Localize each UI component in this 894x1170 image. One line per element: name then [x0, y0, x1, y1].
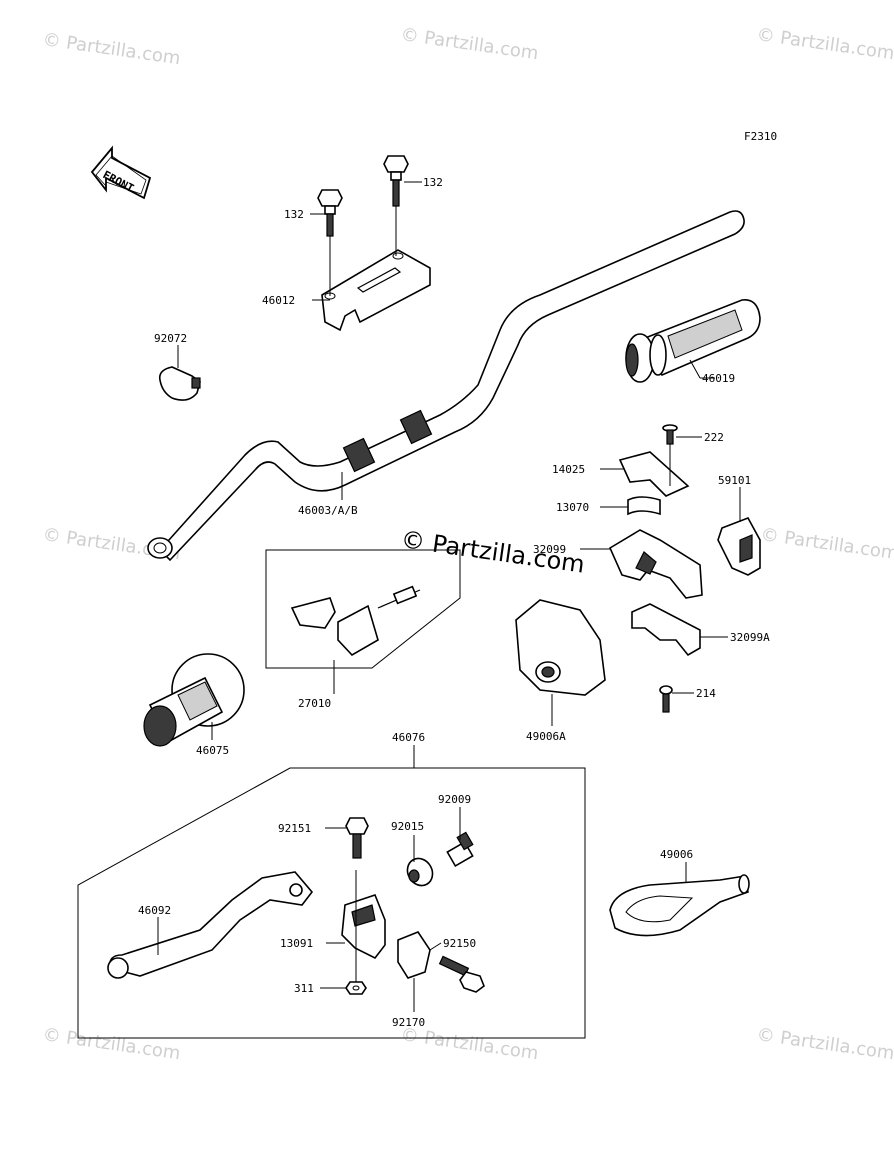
leader-lines	[157, 181, 741, 1012]
bolt-132-right	[383, 155, 409, 207]
bolt-92151	[345, 817, 369, 859]
throttle-body-cover	[515, 599, 606, 696]
front-arrow-icon: FRONT	[90, 145, 152, 200]
label-46076: 46076	[392, 731, 425, 744]
adjuster-92015	[406, 857, 434, 887]
throttle-housing	[608, 529, 703, 599]
label-46092: 46092	[138, 904, 171, 917]
handlebar	[147, 210, 745, 562]
label-132-left: 132	[284, 208, 304, 221]
label-92072: 92072	[154, 332, 187, 345]
label-92009: 92009	[438, 793, 471, 806]
handlebar-clamp	[321, 249, 431, 332]
screw-214	[659, 685, 673, 713]
lever-perch	[341, 894, 386, 960]
perch-clamp	[397, 931, 431, 979]
label-222: 222	[704, 431, 724, 444]
cable-band	[158, 366, 201, 401]
watermark-bottom-center: © Partzilla.com	[399, 1024, 539, 1064]
label-46003: 46003/A/B	[298, 504, 358, 517]
adjuster-92009	[446, 831, 474, 868]
label-214: 214	[696, 687, 716, 700]
lever-cover	[609, 874, 750, 937]
watermark-top-left: © Partzilla.com	[41, 29, 181, 69]
label-32099: 32099	[533, 543, 566, 556]
label-14025: 14025	[552, 463, 585, 476]
label-132-right: 132	[423, 176, 443, 189]
watermark-top-right: © Partzilla.com	[755, 24, 894, 64]
label-27010: 27010	[298, 697, 331, 710]
throttle-housing-lower	[631, 603, 701, 657]
label-13091: 13091	[280, 937, 313, 950]
label-46012: 46012	[262, 294, 295, 307]
label-92150: 92150	[443, 937, 476, 950]
screw-222	[662, 424, 678, 445]
left-grip	[143, 653, 245, 747]
label-59101: 59101	[718, 474, 751, 487]
label-92015: 92015	[391, 820, 424, 833]
bolt-92150	[438, 955, 485, 993]
label-49006a: 49006A	[526, 730, 566, 743]
switch-box	[265, 549, 461, 669]
label-311: 311	[294, 982, 314, 995]
watermark-bottom-right: © Partzilla.com	[755, 1024, 894, 1064]
callout-labels: 132 132 46012 92072 46019 222 14025 5910…	[138, 176, 770, 1029]
label-49006: 49006	[660, 848, 693, 861]
throttle-cover	[717, 517, 761, 576]
label-92151: 92151	[278, 822, 311, 835]
throttle-grip	[625, 299, 761, 383]
watermark-bottom-left: © Partzilla.com	[41, 1024, 181, 1064]
label-32099a: 32099A	[730, 631, 770, 644]
label-46019: 46019	[702, 372, 735, 385]
label-46075: 46075	[196, 744, 229, 757]
nut-311	[345, 981, 367, 995]
clip-13070	[627, 496, 661, 516]
clutch-lever	[107, 871, 314, 979]
lever-assembly-box	[77, 767, 586, 1039]
diagram-code: F2310	[744, 130, 777, 143]
bolt-132-left	[317, 189, 343, 237]
label-13070: 13070	[556, 501, 589, 514]
watermark-top-center: © Partzilla.com	[399, 24, 539, 64]
watermark-mid-right: © Partzilla.com	[759, 524, 894, 564]
cable-plate	[618, 451, 690, 497]
label-92170: 92170	[392, 1016, 425, 1029]
